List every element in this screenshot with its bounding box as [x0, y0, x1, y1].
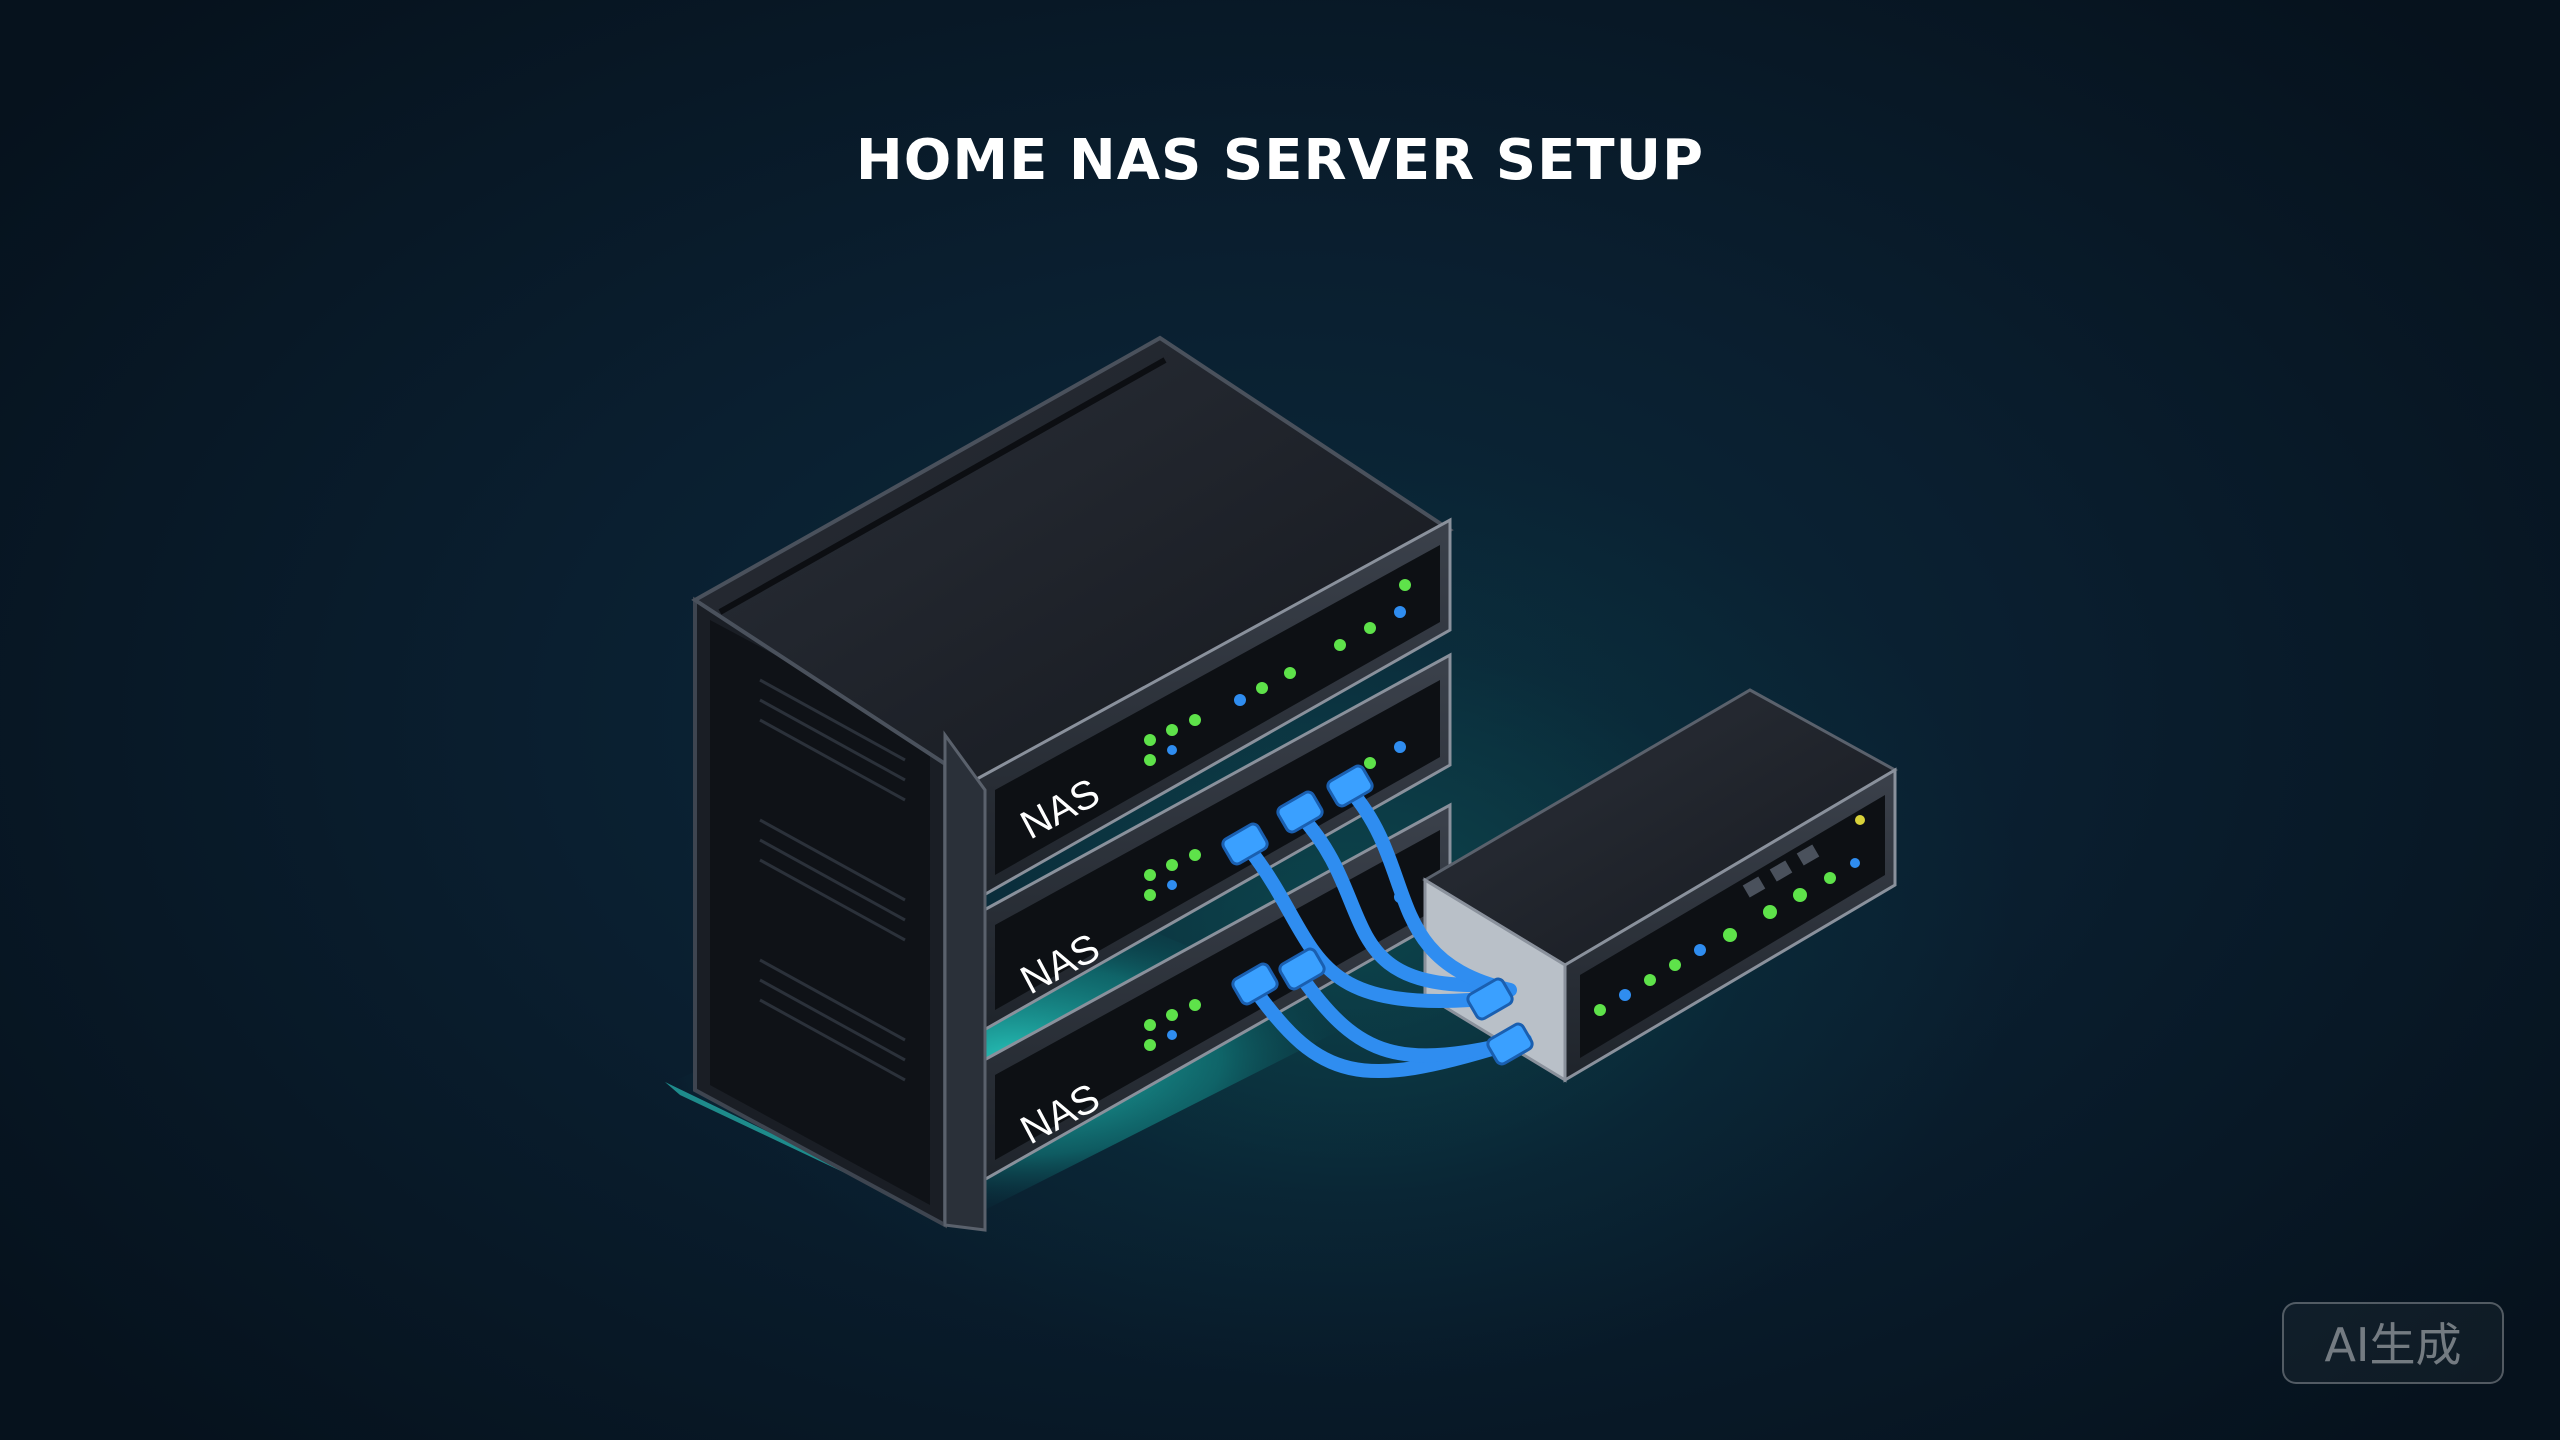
ai-generated-badge: AI生成	[2282, 1302, 2504, 1384]
switch-leds	[1594, 815, 1865, 1016]
page-title: HOME NAS SERVER SETUP	[855, 128, 1705, 193]
cable-connectors	[1221, 764, 1534, 1066]
rack-front-edge	[943, 730, 987, 1232]
switch-ports	[1742, 844, 1820, 898]
side-vents	[759, 678, 906, 1082]
network-switch	[1422, 688, 1899, 1083]
nas-rack	[691, 335, 1454, 1229]
